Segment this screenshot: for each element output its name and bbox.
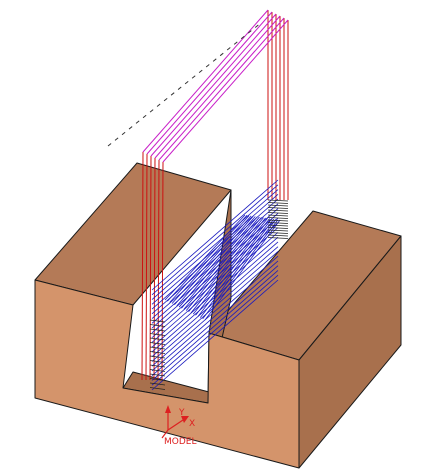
cut-pass-line — [151, 270, 279, 381]
cut-pass-line — [199, 219, 277, 318]
triad-x-label: X — [189, 419, 195, 429]
cut-pass-line — [171, 215, 252, 304]
link-move-line — [267, 212, 289, 214]
retract-link-line — [158, 17, 285, 161]
link-move-line — [267, 207, 289, 209]
link-move-line — [267, 232, 289, 234]
retract-moves — [142, 9, 289, 163]
link-moves — [149, 199, 289, 390]
retract-link-line — [162, 19, 289, 163]
cut-pass-line — [181, 216, 260, 309]
cut-pass-line — [178, 216, 258, 308]
cut-pass-line — [190, 217, 268, 314]
rapid-plunge-line — [141, 151, 144, 381]
link-move-line — [149, 324, 166, 327]
retract-link-line — [154, 15, 281, 159]
link-move-line — [267, 229, 289, 232]
link-move-line — [267, 204, 289, 207]
cut-pass-line — [174, 215, 254, 305]
link-move-line — [149, 319, 166, 323]
cut-pass-line — [176, 216, 256, 307]
cut-pass-line — [167, 215, 248, 302]
right-side-face — [298, 235, 402, 469]
rapid-plunge-line — [145, 153, 148, 381]
link-move-line — [149, 378, 166, 381]
cut-pass-line — [151, 179, 279, 291]
cut-pass-line — [169, 215, 250, 303]
cut-pass-line — [197, 218, 275, 317]
link-move-line — [267, 209, 289, 212]
link-move-line — [149, 369, 166, 372]
link-move-line — [149, 328, 166, 332]
cut-pass-line — [204, 219, 281, 321]
link-move-line — [267, 227, 289, 229]
link-move-line — [149, 387, 166, 390]
cut-pass-line — [151, 260, 279, 372]
link-move-line — [267, 222, 289, 224]
retract-link-line — [142, 9, 269, 153]
triad-y-arrowhead — [165, 405, 171, 413]
cut-pass-line — [151, 236, 279, 348]
front-face — [34, 279, 300, 469]
approach-dashed-line — [107, 21, 263, 147]
cut-pass-line — [164, 214, 246, 301]
cut-pass-line — [188, 217, 266, 313]
cut-pass-line — [183, 217, 262, 310]
link-move-line — [267, 237, 289, 239]
triad-y-label: Y — [178, 408, 185, 418]
cut-pass-line — [185, 217, 264, 311]
cut-pass-line — [195, 218, 273, 316]
cut-pass-line — [192, 218, 271, 315]
cutting-passes — [151, 179, 281, 391]
link-move-line — [149, 342, 166, 345]
link-move-line — [149, 360, 166, 363]
link-move-line — [149, 346, 166, 350]
cut-pass-line — [202, 219, 279, 320]
link-move-line — [267, 202, 289, 204]
cut-pass-line — [151, 265, 279, 377]
link-move-line — [267, 224, 289, 227]
link-move-line — [267, 219, 289, 222]
link-move-line — [149, 364, 166, 368]
link-move-line — [149, 373, 166, 377]
cut-pass-line — [151, 184, 279, 296]
workpiece-block[interactable] — [34, 162, 402, 469]
cut-pass-line — [151, 274, 279, 386]
rapid-plunge-line — [161, 161, 164, 381]
link-move-line — [267, 234, 289, 237]
model-csys-triad: Y X MODEL — [161, 405, 196, 447]
triad-x-arrowhead — [181, 416, 189, 423]
link-move-line — [267, 199, 289, 202]
cut-pass-line — [151, 246, 279, 357]
retract-link-line — [146, 11, 273, 155]
cut-pass-line — [151, 208, 279, 319]
link-move-line — [149, 337, 166, 341]
link-move-line — [267, 214, 289, 217]
rapid-moves-right — [267, 10, 289, 200]
csys-label: MODEL — [164, 437, 196, 447]
link-move-line — [149, 382, 166, 386]
link-move-line — [267, 217, 289, 219]
cut-pass-line — [151, 255, 279, 367]
toolpath[interactable] — [107, 9, 289, 391]
link-move-line — [149, 333, 166, 336]
retract-link-line — [150, 13, 277, 157]
cut-pass-line — [151, 241, 279, 353]
cut-pass-line — [151, 189, 279, 300]
triad-z-axis — [161, 429, 169, 439]
cut-pass-line — [151, 217, 279, 329]
link-move-line — [149, 355, 166, 359]
cut-pass-line — [151, 279, 279, 391]
link-move-line — [149, 351, 166, 354]
